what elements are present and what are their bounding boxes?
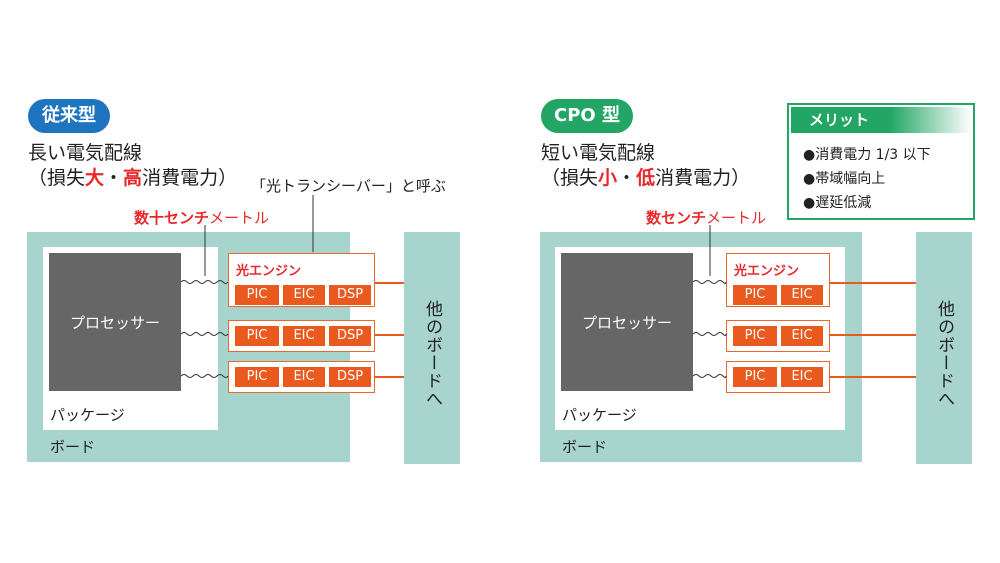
conventional-heading-line2: （損失大・高消費電力） (28, 166, 237, 191)
merit-title: メリット (791, 107, 971, 133)
chip-dsp: DSP (329, 285, 371, 305)
chip-pic: PIC (733, 326, 777, 346)
heading-loss-large: 大 (85, 167, 105, 189)
chip-eic: EIC (781, 285, 823, 305)
distance-red: 数センチ (646, 209, 707, 227)
chip-pic: PIC (733, 367, 777, 387)
heading-paren-open: （損失 (541, 167, 599, 189)
heading-loss-small: 小 (598, 167, 618, 189)
distance-unit: メートル (209, 209, 270, 227)
transceiver-callout: 「光トランシーバー」と呼ぶ (251, 177, 446, 195)
cpo-package-label: パッケージ (562, 406, 637, 424)
cpo-distance-callout: 数センチメートル (646, 207, 766, 228)
conventional-other-board (404, 232, 460, 464)
heading-separator: ・ (104, 167, 124, 189)
conventional-processor: プロセッサー (49, 253, 181, 391)
electrical-wire (180, 280, 229, 284)
heading-power-high: 高 (123, 167, 143, 189)
cpo-optical-engine-label: 光エンジン (734, 264, 800, 279)
chip-dsp: DSP (329, 326, 371, 346)
chip-pic: PIC (235, 367, 279, 387)
conventional-badge: 従来型 (28, 99, 110, 133)
cpo-other-board (916, 232, 972, 464)
chip-eic: EIC (283, 367, 325, 387)
chip-eic: EIC (283, 285, 325, 305)
cpo-heading-line1: 短い電気配線 (541, 142, 656, 164)
optical-fiber-line (375, 282, 405, 284)
cpo-processor: プロセッサー (561, 253, 693, 391)
conventional-optical-engine-label: 光エンジン (236, 264, 302, 279)
merit-item: ●帯域幅向上 (803, 171, 886, 187)
electrical-wire (692, 280, 727, 284)
merit-box: メリット ●消費電力 1/3 以下 ●帯域幅向上 ●遅延低減 (787, 103, 975, 220)
conventional-distance-callout: 数十センチメートル (134, 207, 269, 228)
optical-fiber-line (830, 334, 917, 336)
heading-paren-open: （損失 (28, 167, 86, 189)
optical-fiber-line (375, 334, 405, 336)
optical-fiber-line (830, 376, 917, 378)
chip-eic: EIC (781, 367, 823, 387)
cpo-heading-line2: （損失小・低消費電力） (541, 166, 750, 191)
conventional-board-label: ボード (50, 438, 96, 456)
merit-item: ●消費電力 1/3 以下 (803, 147, 931, 163)
cpo-badge: CPO 型 (541, 99, 633, 133)
heading-power-low: 低 (636, 167, 656, 189)
cpo-other-board-label: 他のボードへ (934, 300, 954, 408)
conventional-package-label: パッケージ (50, 406, 125, 424)
electrical-wire (692, 374, 727, 378)
merit-item: ●遅延低減 (803, 195, 872, 211)
chip-pic: PIC (235, 326, 279, 346)
distance-unit: メートル (706, 209, 767, 227)
cpo-board-label: ボード (562, 438, 608, 456)
electrical-wire (692, 332, 727, 336)
chip-dsp: DSP (329, 367, 371, 387)
optical-fiber-line (375, 376, 405, 378)
optical-fiber-line (830, 282, 917, 284)
heading-separator: ・ (617, 167, 637, 189)
chip-pic: PIC (235, 285, 279, 305)
conventional-heading-line1: 長い電気配線 (28, 142, 143, 164)
chip-pic: PIC (733, 285, 777, 305)
heading-paren-close: 消費電力） (655, 167, 751, 189)
distance-red: 数十センチ (134, 209, 210, 227)
electrical-wire (180, 374, 229, 378)
chip-eic: EIC (781, 326, 823, 346)
conventional-other-board-label: 他のボードへ (422, 300, 442, 408)
electrical-wire (180, 332, 229, 336)
chip-eic: EIC (283, 326, 325, 346)
heading-paren-close: 消費電力） (142, 167, 238, 189)
